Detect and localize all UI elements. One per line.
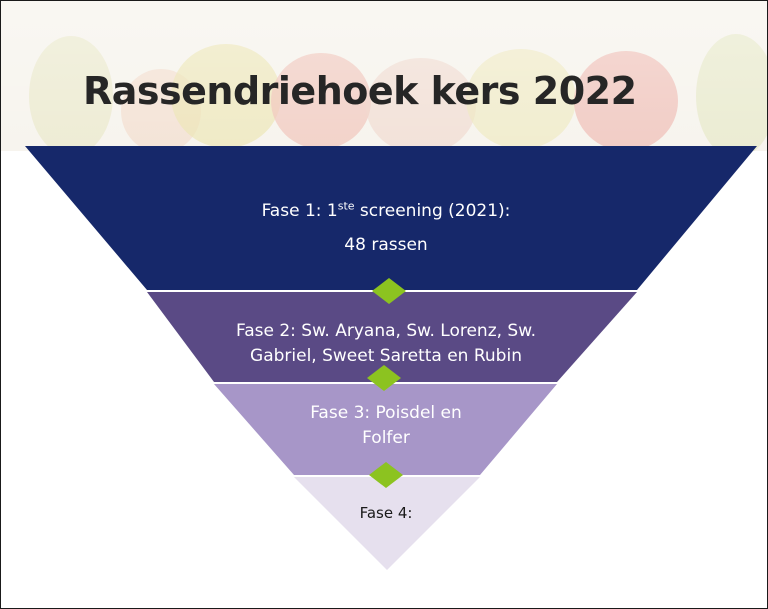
- stage-1-line-2: 48 rassen: [344, 235, 428, 255]
- stage-3-band: [214, 384, 557, 475]
- connector-diamond-2: [367, 365, 401, 391]
- stage-3-line-1: Fase 3: Poisdel en: [310, 403, 462, 423]
- stage-1-line-1: Fase 1: 1ste screening (2021):: [261, 199, 511, 221]
- stage-1-band: [25, 146, 757, 290]
- stage-2-text: Fase 2: Sw. Aryana, Sw. Lorenz, Sw. Gabr…: [201, 319, 571, 369]
- stage-2-line-2: Gabriel, Sweet Saretta en Rubin: [250, 346, 522, 366]
- connector-diamond-3: [369, 462, 403, 488]
- stage-2-line-1: Fase 2: Sw. Aryana, Sw. Lorenz, Sw.: [236, 321, 536, 341]
- fruit-banner-image: [1, 1, 767, 151]
- stage-2-band: [147, 292, 637, 382]
- slide-title: Rassendriehoek kers 2022: [83, 69, 637, 113]
- stage-3-text: Fase 3: Poisdel en Folfer: [251, 401, 521, 451]
- stage-1-text: Fase 1: 1ste screening (2021): 48 rassen: [191, 199, 581, 258]
- stage-3-line-2: Folfer: [362, 428, 410, 448]
- stage-4-text: Fase 4:: [331, 501, 441, 526]
- connector-diamond-1: [372, 278, 406, 304]
- stage-4-band: [294, 477, 480, 570]
- stage-4-line-1: Fase 4:: [359, 504, 413, 522]
